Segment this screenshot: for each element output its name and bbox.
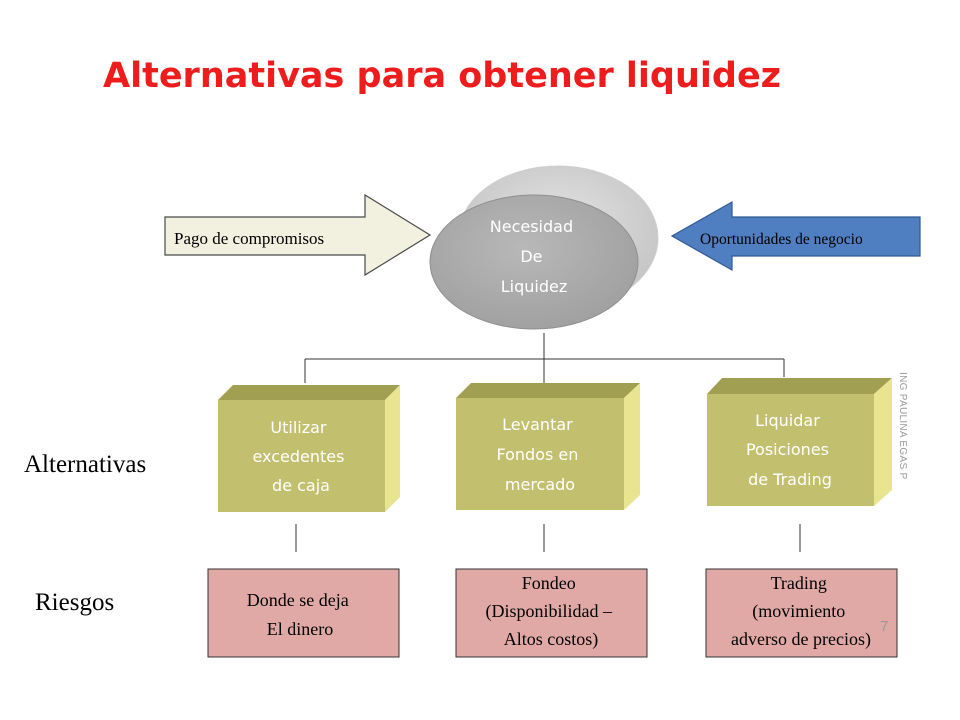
risk-2-line-2: (Disponibilidad –: [486, 601, 613, 622]
alternative-1-line-2: excedentes: [252, 447, 344, 466]
right-arrow-label: Oportunidades de negocio: [700, 231, 863, 248]
center-oval: [429, 194, 639, 330]
alternative-box-2: Levantar Fondos en mercado: [456, 383, 640, 510]
risk-box-2: Fondeo (Disponibilidad – Altos costos): [455, 568, 648, 658]
alternative-box-1: Utilizar excedentes de caja: [218, 385, 400, 512]
risk-box-3: Trading (movimiento adverso de precios): [705, 568, 898, 658]
alternative-box-3: Liquidar Posiciones de Trading: [707, 378, 892, 506]
row-label-alternatives: Alternativas: [24, 451, 147, 478]
watermark: ING PAULINA EGAS P: [897, 372, 908, 480]
page-title: Alternativas para obtener liquidez: [103, 56, 782, 96]
center-line-2: De: [520, 247, 542, 266]
risk-3-line-2: (movimiento: [752, 601, 845, 622]
alternative-2-line-3: mercado: [505, 475, 575, 494]
alternative-1-line-3: de caja: [272, 476, 330, 495]
risk-3-line-3: adverso de precios): [731, 629, 871, 650]
risk-2-line-1: Fondeo: [522, 573, 576, 593]
svg-text:Liquidar Posiciones: Liquidar Posiciones de Trading: [746, 411, 834, 489]
svg-text:Utilizar excedentes: Utilizar excedentes de caja: [252, 418, 349, 495]
svg-text:Levantar Fondos en: Levantar Fondos en mercado: [496, 415, 583, 494]
page-number: 7: [880, 618, 889, 635]
right-arrow: Oportunidades de negocio: [670, 200, 921, 272]
row-label-risks: Riesgos: [35, 589, 115, 616]
alternative-3-line-1: Liquidar: [755, 411, 820, 430]
alternative-2-line-2: Fondos en: [496, 445, 578, 464]
risk-1-line-2: El dinero: [267, 619, 333, 639]
svg-text:Necesidad De Liqui: Necesidad De Liquidez: [490, 217, 578, 296]
svg-text:Fondeo (Disponibilidad –: Fondeo (Disponibilidad – Altos costos): [486, 573, 617, 650]
risk-3-line-1: Trading: [771, 573, 827, 593]
left-arrow-label: Pago de compromisos: [174, 229, 324, 248]
svg-text:Trading (movimiento: Trading (movimiento adverso de precios): [731, 573, 871, 650]
center-line-3: Liquidez: [501, 277, 568, 296]
alternative-2-line-1: Levantar: [502, 415, 573, 434]
left-arrow: Pago de compromisos: [164, 193, 432, 277]
connector-bracket: [304, 333, 785, 383]
risk-1-line-1: Donde se deja: [247, 590, 349, 610]
risk-2-line-3: Altos costos): [504, 629, 599, 650]
alternative-3-line-2: Posiciones: [746, 440, 829, 459]
center-line-1: Necesidad: [490, 217, 573, 236]
row-connectors: [295, 524, 801, 552]
alternative-1-line-1: Utilizar: [270, 418, 327, 437]
alternative-3-line-3: de Trading: [748, 470, 832, 489]
risk-box-1: Donde se deja El dinero: [207, 568, 400, 658]
svg-text:Donde se deja El dinero: Donde se deja El dinero: [247, 590, 353, 639]
center-oval-group: Necesidad De Liquidez: [429, 165, 659, 330]
